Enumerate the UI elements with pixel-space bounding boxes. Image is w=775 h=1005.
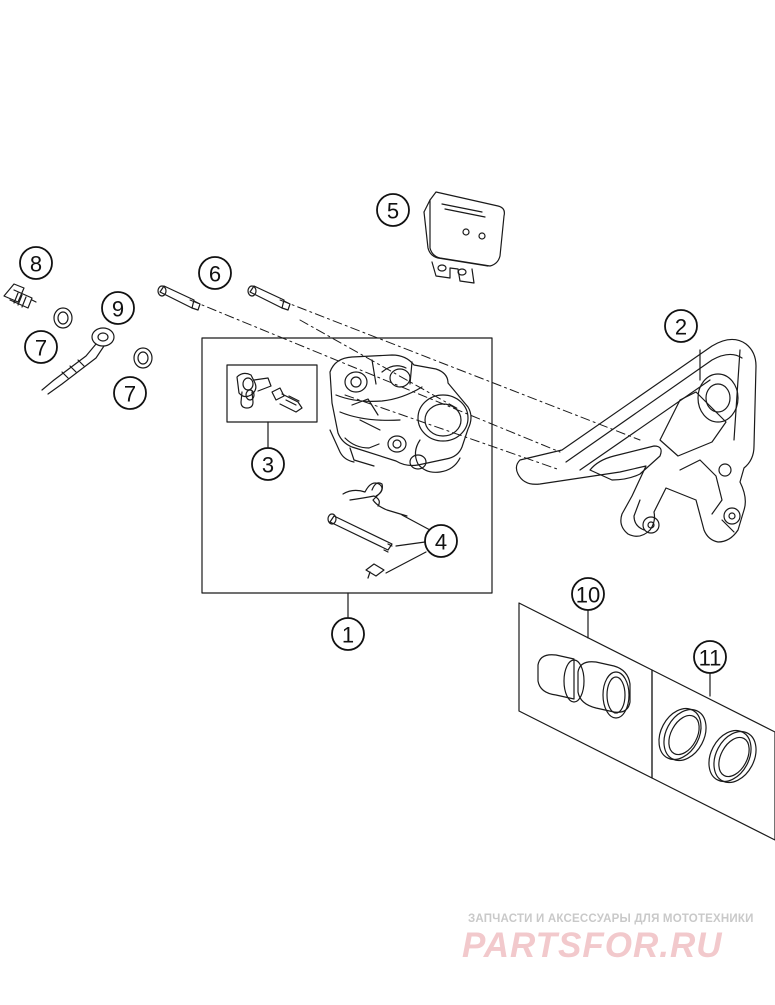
- callout-6: 6: [198, 256, 232, 290]
- svg-text:3: 3: [262, 453, 274, 478]
- svg-text:2: 2: [675, 315, 687, 340]
- callout-10: 10: [571, 577, 605, 611]
- bleeder-kit-box: [226, 364, 318, 423]
- banjo-bolt-drawing: [3, 283, 37, 309]
- brake-pads-drawing: [423, 191, 505, 284]
- pad-pin-kit-drawing: [327, 482, 431, 579]
- svg-text:6: 6: [209, 262, 221, 287]
- watermark-caption: ЗАПЧАСТИ И АКСЕССУАРЫ ДЛЯ МОТОТЕХНИКИ: [468, 913, 754, 925]
- seal-rings-drawing: [651, 669, 775, 841]
- callout-1: 1: [331, 617, 365, 651]
- watermark-logo: PARTSFOR.RU: [462, 926, 723, 965]
- bleeder-valve-drawing: [236, 372, 303, 413]
- callout-7a: 7: [24, 330, 58, 364]
- caliper-body-drawing: [329, 354, 472, 473]
- caliper-assembly-box: [201, 337, 493, 594]
- callout-2: 2: [664, 309, 698, 343]
- svg-text:11: 11: [699, 646, 722, 671]
- svg-text:1: 1: [342, 623, 354, 648]
- svg-text:10: 10: [576, 583, 600, 608]
- callout-7b: 7: [113, 376, 147, 410]
- alignment-lines: [189, 299, 641, 471]
- brake-line-drawing: [41, 327, 115, 395]
- washers-drawing: [53, 307, 153, 369]
- callout-8: 8: [19, 246, 53, 280]
- pistons-drawing: [518, 602, 653, 779]
- svg-text:4: 4: [435, 530, 447, 555]
- callout-4: 4: [424, 524, 458, 558]
- guide-pins-drawing: [157, 285, 291, 311]
- svg-text:9: 9: [112, 297, 124, 322]
- callout-3: 3: [251, 447, 285, 481]
- svg-text:7: 7: [35, 336, 47, 361]
- callout-11: 11: [693, 640, 727, 674]
- callout-9: 9: [101, 291, 135, 325]
- svg-text:8: 8: [30, 252, 42, 277]
- svg-text:5: 5: [387, 199, 399, 224]
- svg-text:7: 7: [124, 382, 136, 407]
- callout-5: 5: [376, 193, 410, 227]
- caliper-bracket-drawing: [515, 338, 757, 543]
